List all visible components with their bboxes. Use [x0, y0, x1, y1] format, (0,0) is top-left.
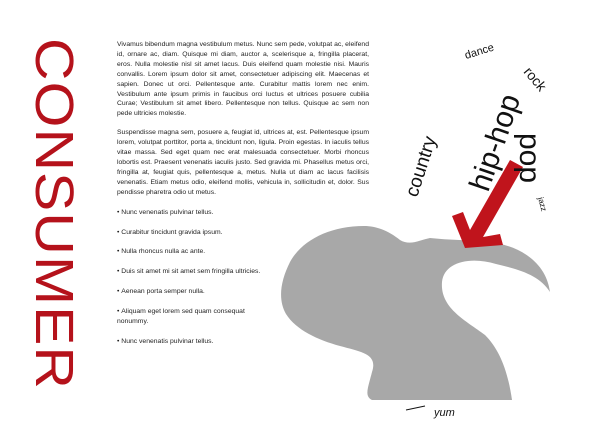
- masthead-svg: CONSUMER: [28, 38, 84, 390]
- genre-pop: pop: [513, 133, 546, 183]
- bullet-item-3: Nulla rhoncus nulla ac ante.: [117, 247, 267, 257]
- caption-dash: [405, 405, 426, 411]
- genre-country: country: [402, 133, 441, 199]
- bullet-list: Nunc venenatis pulvinar tellus. Curabitu…: [117, 208, 267, 347]
- genre-dance: dance: [463, 42, 495, 62]
- masthead-title: CONSUMER: [28, 38, 84, 390]
- bullet-item-4: Duis sit amet mi sit amet sem fringilla …: [117, 267, 267, 277]
- paragraph-1: Vivamus bibendum magna vestibulum metus.…: [117, 41, 369, 118]
- genre-jazz: jazz: [536, 195, 549, 212]
- arrow-icon: [452, 160, 523, 248]
- bullet-item-5: Aenean porta semper nulla.: [117, 287, 267, 297]
- bullet-item-2: Curabitur tincidunt gravida ipsum.: [117, 228, 267, 238]
- bullet-item-1: Nunc venenatis pulvinar tellus.: [117, 208, 267, 218]
- masthead: CONSUMER: [28, 38, 86, 390]
- paragraph-2: Suspendisse magna sem, posuere a, feugia…: [117, 129, 369, 196]
- bullet-item-7: Nunc venenatis pulvinar tellus.: [117, 337, 267, 347]
- article-body: Vivamus bibendum magna vestibulum metus.…: [117, 40, 369, 357]
- genre-rock: rock: [521, 64, 551, 95]
- head-silhouette: [281, 226, 550, 400]
- bullet-item-6: Aliquam eget lorem sed quam consequat no…: [117, 307, 267, 327]
- caption-yum: yum: [433, 407, 455, 419]
